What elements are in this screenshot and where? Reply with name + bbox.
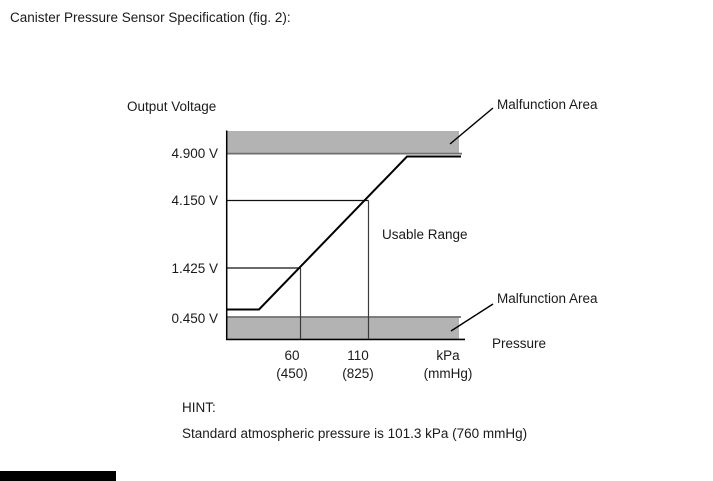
y-axis-title: Output Voltage	[127, 99, 217, 114]
hint-text: Standard atmospheric pressure is 101.3 k…	[182, 426, 528, 441]
x-unit-kpa: kPa	[436, 348, 460, 363]
y-tick-4150: 4.150 V	[171, 193, 218, 208]
x-axis-title: Pressure	[492, 336, 547, 351]
annotation-malfunction-top: Malfunction Area	[497, 97, 598, 112]
bottom-left-black-bar	[0, 471, 116, 481]
x-tick-110-mmhg: (825)	[342, 366, 374, 381]
page-title: Canister Pressure Sensor Specification (…	[10, 10, 291, 25]
leader-line-top	[449, 107, 494, 145]
x-unit-mmhg: (mmHg)	[423, 366, 473, 381]
malfunction-band-bottom	[227, 317, 459, 339]
annotation-malfunction-bottom: Malfunction Area	[497, 291, 598, 306]
x-tick-60-mmhg: (450)	[276, 366, 308, 381]
sensor-output-curve	[227, 155, 461, 311]
annotation-usable-range: Usable Range	[382, 227, 468, 242]
y-tick-1425: 1.425 V	[171, 261, 218, 276]
leader-line-bottom	[450, 303, 494, 332]
x-tick-110: 110 (825)	[316, 347, 400, 383]
x-tick-60-kpa: 60	[284, 348, 300, 363]
y-tick-0450: 0.450 V	[171, 311, 218, 326]
y-tick-4900: 4.900 V	[171, 146, 218, 161]
x-tick-110-kpa: 110	[347, 348, 369, 363]
hint-label: HINT:	[182, 400, 216, 415]
malfunction-band-top	[227, 131, 459, 154]
x-unit: kPa (mmHg)	[406, 347, 490, 383]
x-tick-60: 60 (450)	[250, 347, 334, 383]
